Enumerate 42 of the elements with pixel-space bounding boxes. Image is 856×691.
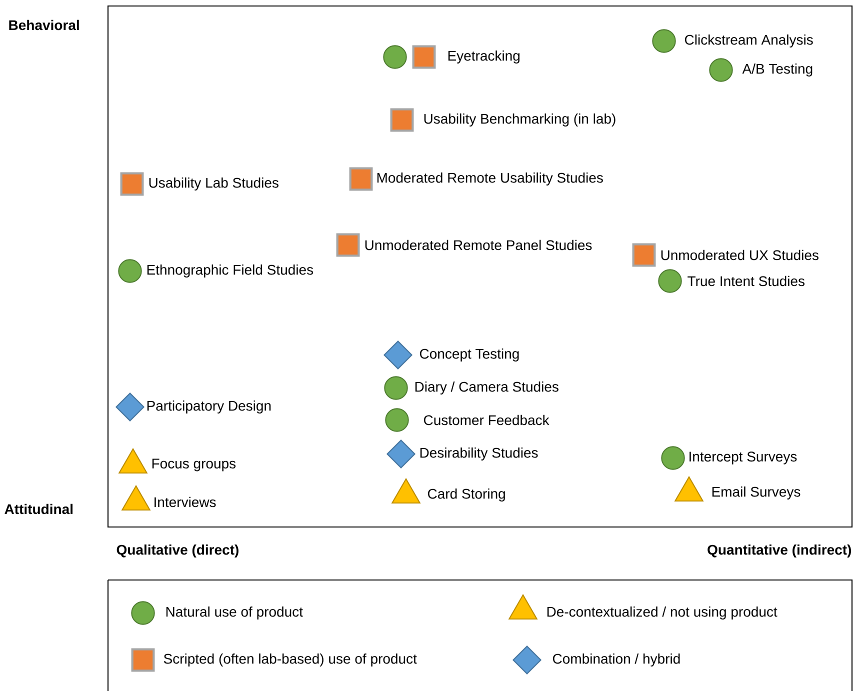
method-label: Unmoderated UX Studies [661,250,818,260]
circle-marker [118,259,142,283]
circle-marker [709,58,733,82]
legend-text: De-contextualized / not using product [547,606,778,620]
method-label: Desirability Studies [420,447,538,461]
circle-marker [658,269,682,293]
method-label: Ethnographic Field Studies [147,264,314,278]
method-label: Intercept Surveys [690,452,797,464]
method-label: Eyetracking [448,50,520,64]
method-label: Customer Feedback [424,414,550,426]
square-marker [349,167,373,191]
legend-text: Natural use of product [166,606,303,620]
axis-label: Attitudinal [4,504,72,514]
method-label: Usability Lab Studies [149,177,278,191]
method-label: A/B Testing [742,63,812,77]
method-label: Focus groups [152,458,236,472]
circle-marker [384,376,408,400]
square-marker [120,172,144,196]
square-marker [390,108,414,132]
method-label: Interviews [154,496,216,508]
method-label: Usability Benchmarking (in lab) [424,113,616,127]
legend-text: Combination / hybrid [552,653,680,667]
axis-label: Behavioral [9,20,79,30]
axis-label: Qualitative (direct) [116,544,238,558]
method-label: Concept Testing [420,348,519,362]
method-label: Email Surveys [712,486,800,500]
method-label: Participatory Design [147,400,271,414]
method-label: Diary / Camera Studies [415,381,558,395]
method-label: Unmoderated Remote Panel Studies [365,240,592,250]
circle-marker [383,45,407,69]
square-marker [336,233,360,257]
circle-marker [652,29,676,53]
method-label: Moderated Remote Usability Studies [377,172,603,186]
legend-text: Scripted (often lab-based) use of product [164,653,417,667]
circle-marker [661,446,685,470]
circle-marker [385,408,409,432]
method-label: True Intent Studies [688,276,804,286]
axis-label: Quantitative (indirect) [708,544,852,558]
method-label: Card Storing [428,488,505,502]
method-label: Clickstream Analysis [684,34,813,48]
square-marker [412,45,436,69]
square-marker [632,243,656,267]
